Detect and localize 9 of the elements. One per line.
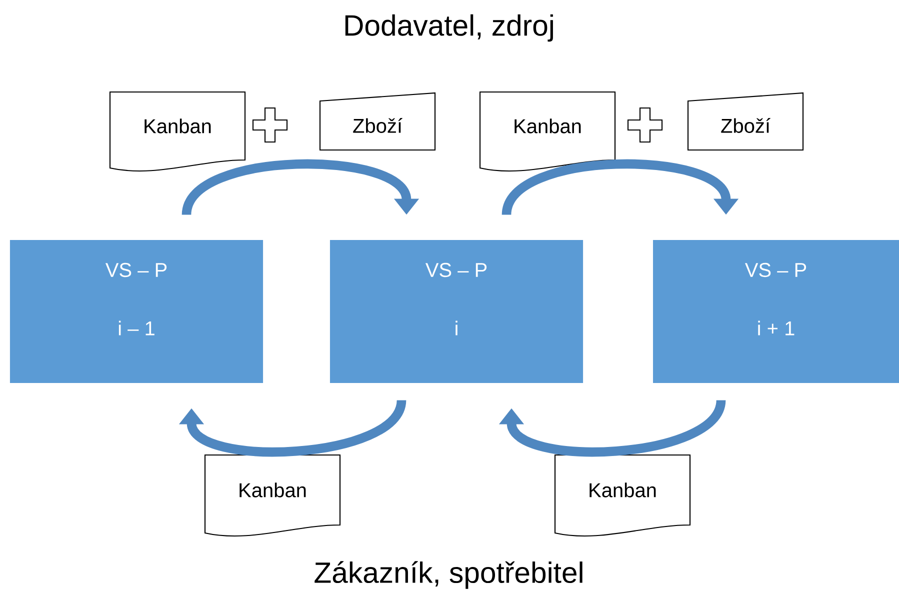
caption: Zákazník, spotřebitel xyxy=(314,561,582,589)
curved-arrow xyxy=(498,398,726,457)
process-box: VS – P i xyxy=(330,240,584,383)
process-box: VS – P i + 1 xyxy=(653,240,899,383)
curved-arrow xyxy=(178,398,406,457)
title: Dodavatel, zdroj xyxy=(345,14,553,42)
curved-arrow xyxy=(182,159,420,216)
curved-arrow xyxy=(502,159,739,216)
process-box: VS – P i – 1 xyxy=(10,240,264,383)
